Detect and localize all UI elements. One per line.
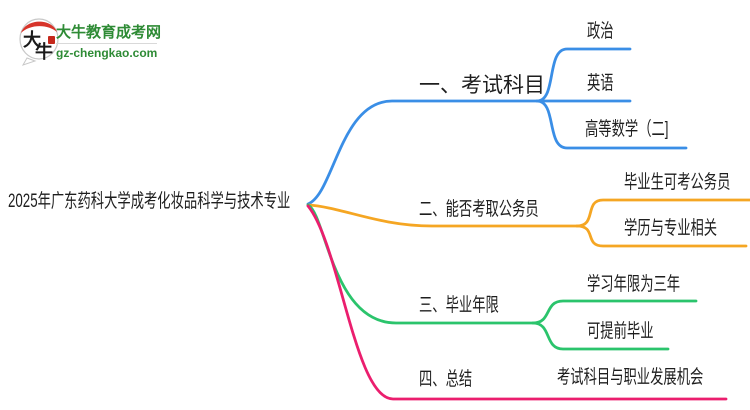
branch3-child2-label: 可提前毕业 — [587, 321, 654, 342]
branch1-child2-label: 英语 — [587, 73, 614, 94]
branch4-main-curve — [306, 204, 728, 401]
branch2-child2-label: 学历与专业相关 — [624, 218, 718, 239]
branch1-child3-label: 高等数学（二] — [585, 119, 669, 140]
branch4-label: 四、总结 — [419, 369, 473, 390]
branch2-child1-curve — [575, 198, 750, 228]
branch2-label: 二、能否考取公务员 — [419, 199, 539, 220]
branch3-child2-curve — [531, 321, 670, 351]
branch4-child1-label: 考试科目与职业发展机会 — [557, 367, 704, 388]
logo-site-url: gz-chengkao.com — [56, 43, 158, 60]
logo-char-bottom: 牛 — [35, 41, 53, 62]
branch1-child1-label: 政治 — [587, 21, 614, 42]
branch1-child3-curve — [535, 99, 688, 150]
site-logo[interactable]: 大 牛 大牛教育成考网 gz-chengkao.com — [18, 12, 238, 66]
branch3-child1-label: 学习年限为三年 — [587, 274, 681, 295]
daniu-logo-icon: 大 牛 — [19, 18, 59, 66]
logo-char-top: 大 — [23, 29, 41, 50]
branch2-child1-label: 毕业生可考公务员 — [624, 172, 731, 193]
branch3-child1-curve — [531, 299, 698, 325]
logo-site-name: 大牛教育成考网 — [56, 24, 162, 41]
branch1-label: 一、考试科目 — [419, 74, 545, 97]
branch2-main-curve — [306, 203, 579, 228]
mindmap-root-label: 2025年广东药科大学成考化妆品科学与技术专业 — [8, 191, 291, 212]
branch1-main-curve — [306, 99, 632, 206]
branch2-child2-curve — [575, 224, 748, 248]
branch3-label: 三、毕业年限 — [419, 295, 499, 316]
branch1-child1-curve — [535, 47, 632, 103]
